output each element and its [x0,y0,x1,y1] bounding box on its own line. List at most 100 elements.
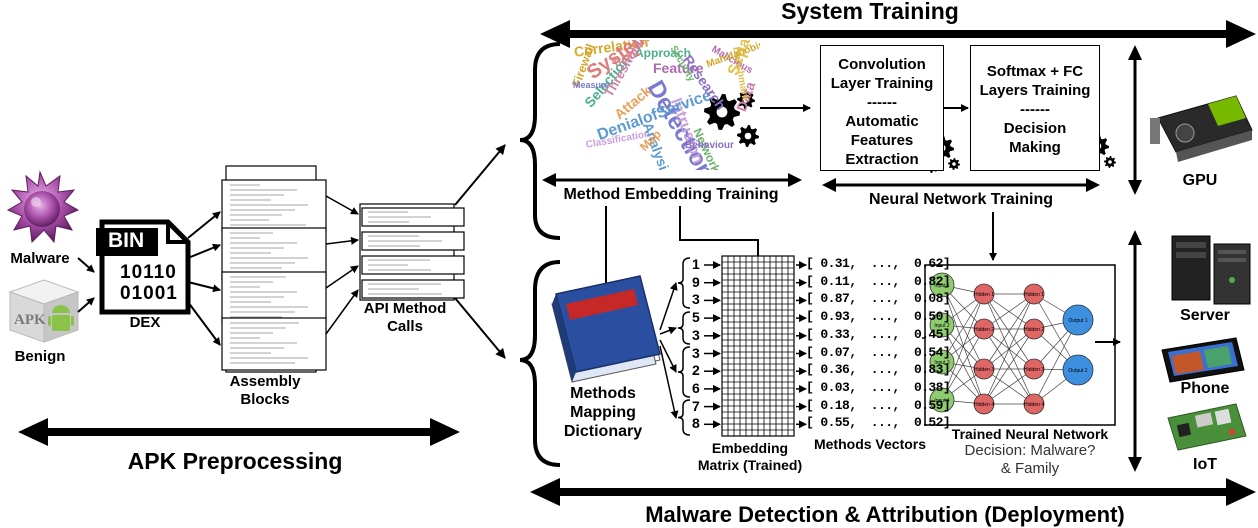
conv-line-6: Extraction [845,151,919,168]
neural-network-training-arrow [822,178,1100,192]
iot-label: IoT [1193,456,1217,473]
dex-file-icon [96,219,191,315]
method-index: 3 [692,326,700,343]
nn-node [1023,283,1045,305]
index-brace [677,399,691,436]
phone-icon [1161,337,1245,383]
server-label: Server [1180,307,1230,324]
training-brace [519,42,561,240]
word-cloud-word: Approach [635,46,692,60]
nn-node [973,318,995,340]
nn-node [1062,304,1094,336]
conv-line-3: ------ [867,94,897,111]
assembly-to-api-arrow [325,265,359,289]
malware-label: Malware [10,250,70,267]
api-call-block [361,255,465,275]
conv-line-4: Automatic [845,113,919,130]
method-vector: [ 0.87, ..., 0.08] [806,291,951,307]
system-training-title: System Training [781,0,959,24]
methods-vectors-label: Methods Vectors [813,436,927,452]
nn-edge [941,328,985,401]
dictionary-to-index-arrow [659,326,677,335]
assembly-blocks-label: Assembly Blocks [210,373,320,409]
index-brace [677,311,691,345]
conv-line-2: Layer Training [830,75,934,92]
gpu-icon [1150,95,1253,162]
method-vector: [ 0.33, ..., 0.45] [806,326,951,342]
index-brace [677,346,691,398]
assembly-label-line-2: Blocks [240,391,290,408]
phone-label: Phone [1180,380,1230,397]
deployment-vertical-arrow [1128,230,1142,472]
api-method-calls-label: API Method Calls [350,300,460,336]
dictionary-label-line-1: Methods [570,385,636,402]
gpu-label: GPU [1182,172,1218,189]
system-training-arrow [540,20,1256,48]
assembly-block [221,179,327,233]
softmax-line-3: ------ [1020,101,1050,118]
word-cloud-word: Measure [573,80,610,90]
embedding-to-matrix-arrow [679,206,762,269]
method-vector: [ 0.36, ..., 0.83] [806,362,951,378]
method-vector: [ 0.18, ..., 0.59] [806,397,951,413]
nn-node-label: Input 2 [934,323,950,329]
nn-node [1062,354,1094,386]
nn-node-label: Hidden 2 [974,327,994,333]
neural-network-training-label: Neural Network Training [868,191,1054,208]
method-index: 6 [692,379,700,396]
index-brace [677,257,691,309]
index-arrows [704,261,928,429]
method-vector: [ 0.07, ..., 0.54] [806,344,951,360]
softmax-line-1: Softmax + FC [986,63,1084,80]
method-index: 3 [692,291,700,308]
method-index: 2 [692,362,700,379]
nn-edge [941,293,985,401]
dex-to-assembly-arrows [187,211,221,346]
method-vector: [ 0.31, ..., 0.62] [806,256,951,271]
apk-preprocessing-arrow [18,418,460,446]
method-index: 8 [692,415,700,432]
method-index: 7 [692,397,700,414]
assembly-block [221,271,327,325]
nn-edge [1033,319,1079,405]
nn-node-label: Hidden 3 [974,367,994,373]
training-vertical-arrow [1128,45,1142,195]
nn-node-label: Input 1 [934,283,950,289]
malware-icon [6,170,80,244]
method-embedding-training-arrow [542,173,802,187]
softmax-training-box [970,45,1100,171]
nn-node-label: Hidden 2 [1024,327,1044,333]
nn-decision: Decision: Malware? & Family [930,442,1130,478]
dictionary-label-line-3: Dictionary [563,423,643,440]
dex-binary-line-1: 10110 [120,262,177,283]
malware-to-dex-arrow [77,257,95,273]
nn-edge [941,284,985,405]
nn-node-label: Output 2 [1068,368,1087,374]
nn-edge [983,293,1035,370]
dex-label: DEX [129,314,161,331]
nn-decision-line-1: Decision: Malware? [964,442,1096,459]
nn-node [1023,393,1045,415]
nn-node-label: Hidden 1 [1024,292,1044,298]
api-label-line-2: Calls [387,318,423,335]
gear-icon [948,158,960,170]
deployment-brace [519,260,561,467]
method-index: 5 [692,309,700,326]
nn-edge [983,293,1035,405]
nn-node-label: Hidden 4 [1024,402,1044,408]
dictionary-book-icon [551,275,661,383]
nn-title: Trained Neural Network [951,426,1109,442]
gear-icon [1104,156,1116,168]
assembly-block [221,317,327,371]
assembly-to-api-arrow [325,236,359,245]
dictionary-label-line-2: Mapping [570,404,636,421]
nn-node-label: Output 1 [1068,318,1087,324]
dictionary-to-index-arrow [659,339,677,373]
embedding-matrix [721,255,795,437]
deployment-title: Malware Detection & Attribution (Deploym… [645,502,1125,527]
nn-node [973,283,995,305]
nn-node-label: Input 3 [934,360,950,366]
iot-icon [1167,403,1247,451]
assembly-to-api-arrow [325,195,359,215]
